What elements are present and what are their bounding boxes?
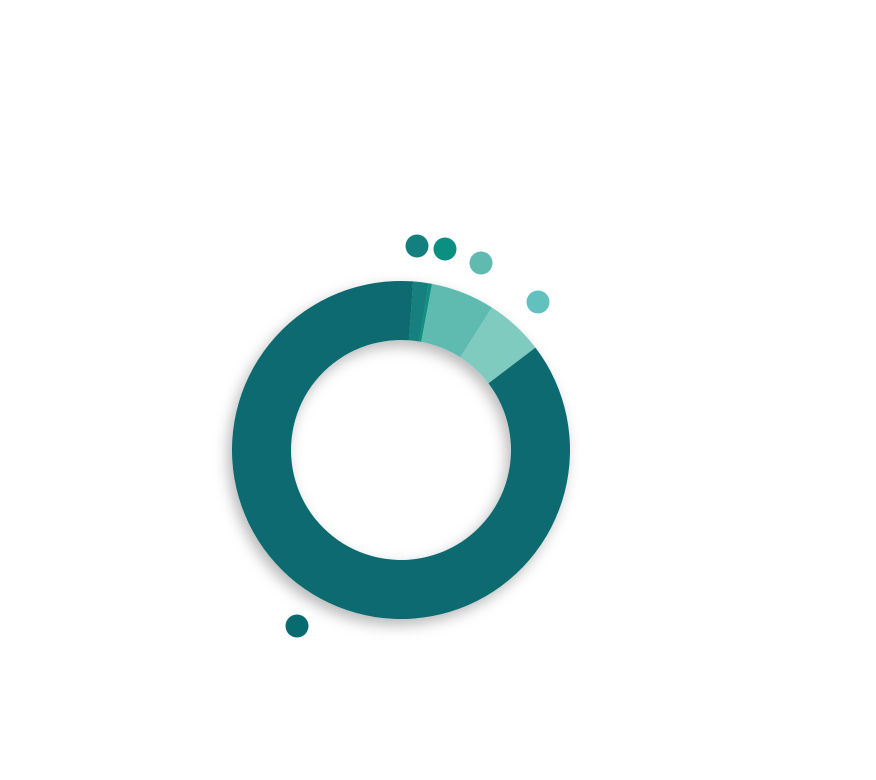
segment-marker-dot-1 xyxy=(405,234,429,258)
donut-segment-4 xyxy=(460,307,536,384)
segment-markers xyxy=(285,234,550,638)
segment-marker-dot-4 xyxy=(526,290,550,314)
donut-segment-3 xyxy=(421,283,492,358)
segment-marker-dot-2 xyxy=(433,237,457,261)
donut-segment-1 xyxy=(408,281,429,342)
donut-segment-5 xyxy=(231,280,570,619)
segment-marker-dot-3 xyxy=(469,251,493,275)
segment-marker-dot-5 xyxy=(285,614,309,638)
donut-segment-2 xyxy=(419,283,433,342)
donut-ring xyxy=(231,280,570,619)
